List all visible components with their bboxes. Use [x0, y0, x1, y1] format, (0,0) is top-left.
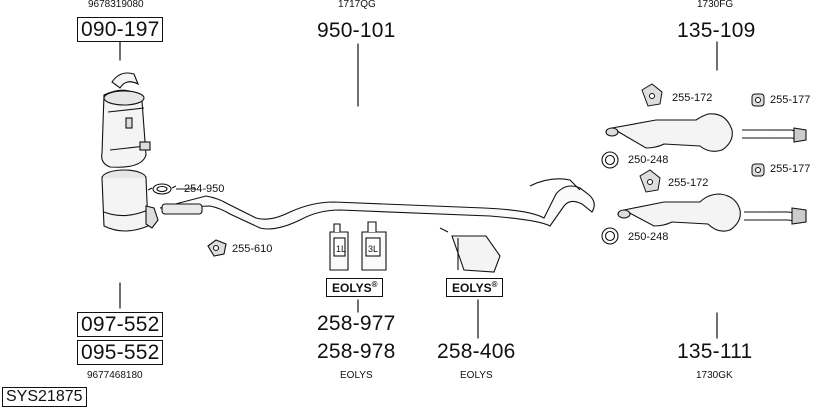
- eolys-cans-icon: [329, 221, 387, 271]
- rear-silencer-upper-icon: [605, 113, 807, 152]
- part-label-090-197[interactable]: 090-197: [77, 17, 164, 42]
- part-label-255-610[interactable]: 255-610: [232, 243, 273, 255]
- rubber-mount-255-177-b-icon: [751, 163, 765, 177]
- part-label-135-109[interactable]: 135-109: [677, 19, 756, 42]
- front-pipe-icon: [159, 178, 595, 230]
- part-label-097-552[interactable]: 097-552: [77, 312, 164, 337]
- ref-top-right: 1730FG: [697, 0, 734, 10]
- part-label-255-172-a[interactable]: 255-172: [672, 92, 713, 104]
- eolys-badge-2: EOLYS®: [446, 278, 504, 297]
- eolys-badge-1: EOLYS®: [326, 278, 384, 297]
- part-label-135-111[interactable]: 135-111: [677, 340, 753, 363]
- rubber-mount-255-172-a-icon: [641, 83, 663, 107]
- part-label-950-101[interactable]: 950-101: [317, 19, 396, 42]
- system-code: SYS21875: [2, 387, 87, 407]
- can-1l-label: 1L: [336, 244, 347, 254]
- clamp-250-248-a-icon: [601, 151, 619, 169]
- part-label-095-552[interactable]: 095-552: [77, 340, 164, 365]
- catalytic-converter-icon: [101, 72, 151, 168]
- part-label-254-950[interactable]: 254-950: [184, 183, 225, 195]
- eolys-sub-label-1: EOLYS: [340, 370, 373, 381]
- part-label-258-977[interactable]: 258-977: [317, 312, 396, 335]
- ref-bottom-right: 1730GK: [696, 370, 733, 381]
- ref-top-left: 9678319080: [88, 0, 144, 10]
- clamp-250-248-b-icon: [601, 227, 619, 245]
- rubber-mount-255-177-a-icon: [751, 93, 765, 107]
- ref-top-mid: 1717QG: [338, 0, 376, 10]
- particle-filter-icon: [101, 169, 159, 232]
- part-label-255-172-b[interactable]: 255-172: [668, 177, 709, 189]
- can-3l-label: 3L: [368, 244, 379, 254]
- bracket-255-610-icon: [207, 239, 227, 257]
- part-label-258-978[interactable]: 258-978: [317, 340, 396, 363]
- part-label-258-406[interactable]: 258-406: [437, 340, 516, 363]
- additive-tank-icon: [439, 227, 501, 273]
- part-label-255-177-a[interactable]: 255-177: [770, 94, 811, 106]
- rear-silencer-lower-icon: [617, 193, 807, 232]
- part-label-255-177-b[interactable]: 255-177: [770, 163, 811, 175]
- clamp-254-950-icon: [147, 183, 177, 195]
- part-label-250-248-b[interactable]: 250-248: [628, 231, 669, 243]
- eolys-sub-label-2: EOLYS: [460, 370, 493, 381]
- ref-bottom-left: 9677468180: [87, 370, 143, 381]
- rubber-mount-255-172-b-icon: [639, 169, 661, 193]
- part-label-250-248-a[interactable]: 250-248: [628, 154, 669, 166]
